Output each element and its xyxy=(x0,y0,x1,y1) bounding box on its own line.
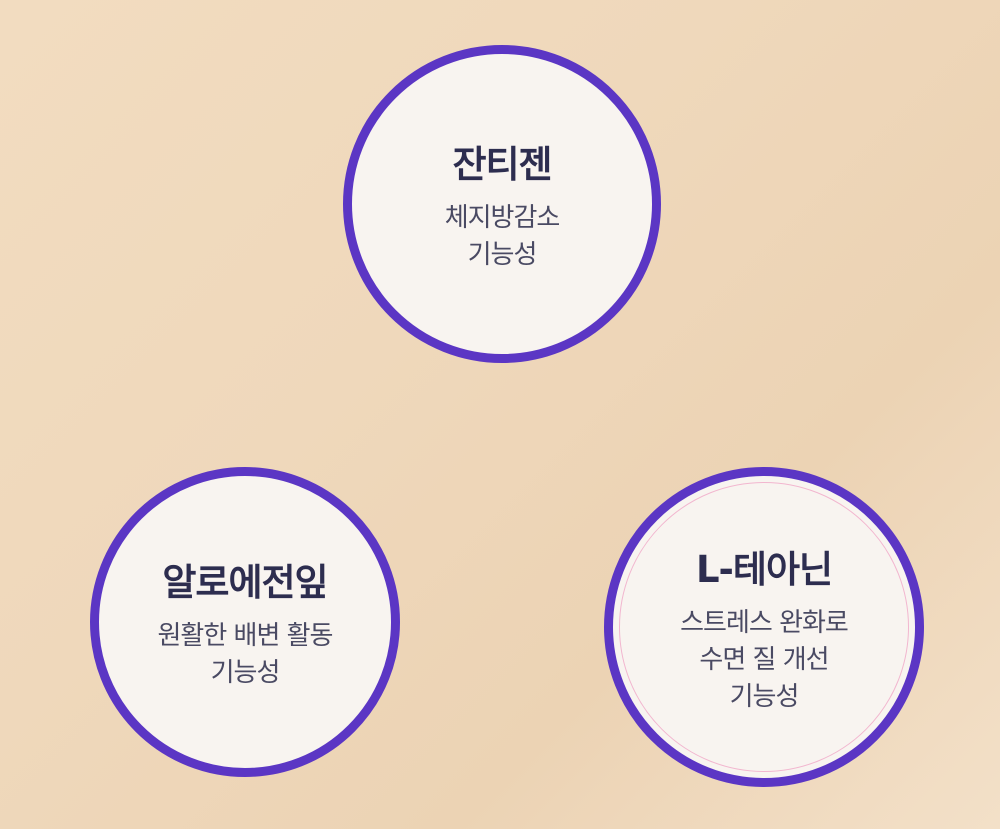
ingredient-title: 잔티젠 xyxy=(452,143,552,186)
description-line: 기능성 xyxy=(467,240,538,270)
ingredient-description: 체지방감소 기능성 xyxy=(444,200,561,274)
ingredient-card-zanthigen: 잔티젠 체지방감소 기능성 xyxy=(343,45,661,363)
ingredient-title: 알로에전잎 xyxy=(162,561,328,604)
description-line: 원활한 배변 활동 xyxy=(157,621,334,651)
description-line: 기능성 xyxy=(729,681,800,712)
ingredient-card-l-theanine: L-테아닌 스트레스 완화로 수면 질 개선 기능성 xyxy=(604,467,924,787)
ingredient-description: 스트레스 완화로 수면 질 개선 기능성 xyxy=(680,605,849,716)
ingredient-description: 원활한 배변 활동 기능성 xyxy=(157,618,334,692)
description-line: 체지방감소 xyxy=(444,203,561,233)
ingredient-card-aloe: 알로에전잎 원활한 배변 활동 기능성 xyxy=(90,467,400,777)
description-line: 스트레스 완화로 xyxy=(680,607,849,638)
description-line: 기능성 xyxy=(210,658,281,688)
ingredient-title: L-테아닌 xyxy=(695,547,833,591)
description-line: 수면 질 개선 xyxy=(699,644,829,675)
